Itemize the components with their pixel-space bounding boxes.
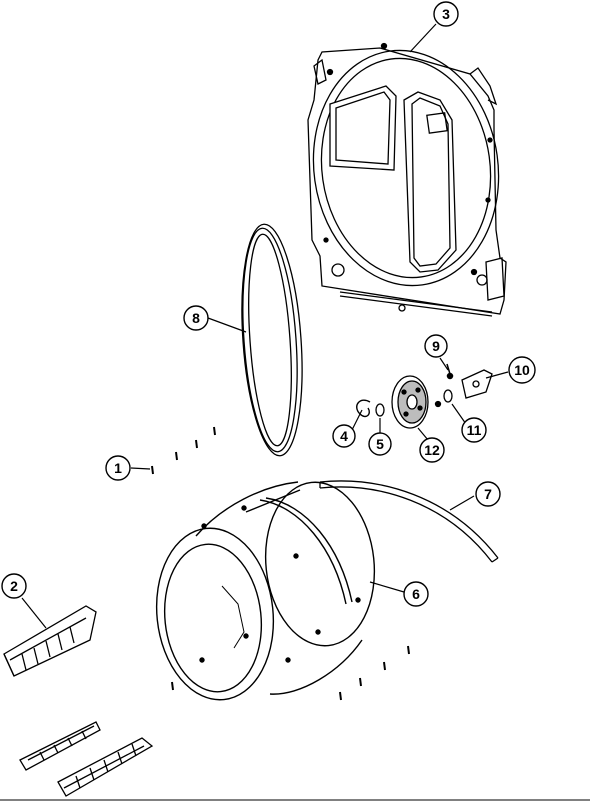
callout-label: 5 [376,436,384,452]
part-1-screws [151,426,216,475]
part-11-spacer [434,389,453,408]
callout-label: 9 [432,338,440,354]
part-2-baffles [3,605,154,797]
part-12-roller [391,375,429,429]
part-7-seal-strip [319,480,499,563]
callout-label: 1 [114,460,122,476]
drum-screws [171,645,410,701]
callout-8: 8 [183,305,209,331]
callout-3: 3 [433,1,459,27]
part-8-seal-ring [241,223,303,457]
callout-1: 1 [105,455,131,481]
callout-label: 7 [484,486,492,502]
part-5-washer [375,403,385,417]
part-3-bulkhead [307,42,507,317]
callout-11: 11 [461,417,487,443]
part-4-clip [356,399,371,418]
callout-5: 5 [368,432,392,456]
callout-4: 4 [332,424,356,448]
callout-10: 10 [508,356,536,384]
part-9-screw [446,363,454,380]
callout-label: 11 [467,422,482,438]
callout-label: 4 [340,428,348,444]
callout-label: 6 [412,586,420,602]
callout-9: 9 [424,334,448,358]
part-10-bracket [461,369,493,399]
callout-6: 6 [403,581,429,607]
callout-7: 7 [475,481,501,507]
callout-label: 3 [442,6,450,22]
callout-12: 12 [419,437,445,463]
callout-label: 10 [514,362,530,378]
part-6-drum [155,481,376,701]
callout-label: 12 [424,442,440,458]
leader-lines [21,23,509,629]
callout-label: 2 [10,578,18,594]
callout-2: 2 [1,573,27,599]
callout-label: 8 [192,310,200,326]
